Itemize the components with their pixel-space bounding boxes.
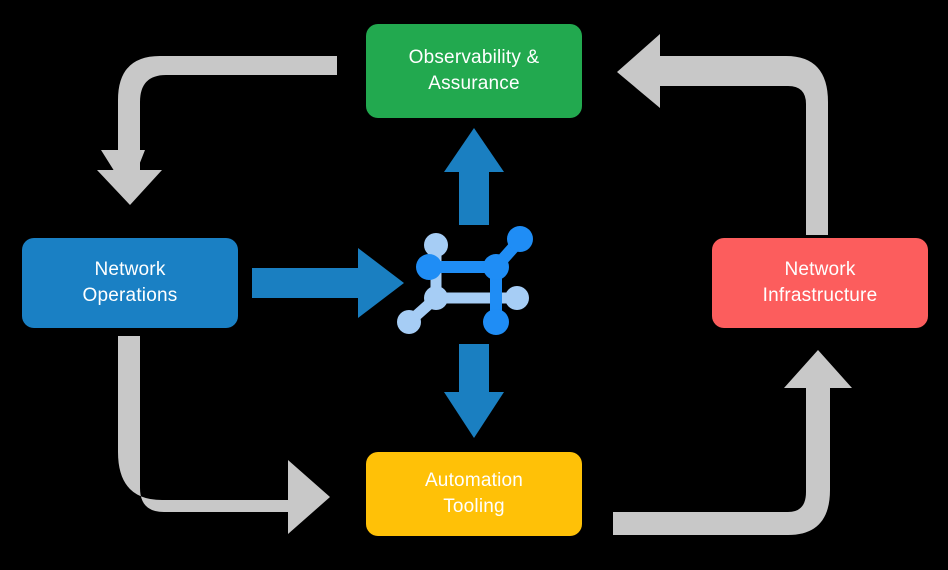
arrow-center-to-automation xyxy=(444,344,504,438)
node-automation-tooling[interactable]: Automation Tooling xyxy=(366,452,582,536)
network-topology-icon xyxy=(397,226,533,335)
node-observability-label: Observability & Assurance xyxy=(408,47,540,94)
node-operations-label: Network Operations xyxy=(82,259,178,306)
arrow-automation-to-infrastructure xyxy=(613,350,852,535)
arrow-operations-to-automation xyxy=(118,336,330,534)
arrow-operations-to-center xyxy=(252,248,404,318)
node-infrastructure-label: Network Infrastructure xyxy=(762,259,878,306)
arrow-infrastructure-to-observability xyxy=(617,34,828,235)
node-observability-assurance[interactable]: Observability & Assurance xyxy=(366,24,582,118)
node-network-infrastructure[interactable]: Network Infrastructure xyxy=(712,238,928,328)
node-automation-label: Automation Tooling xyxy=(424,470,524,517)
node-network-operations[interactable]: Network Operations xyxy=(22,238,238,328)
arrow-center-to-observability xyxy=(444,128,504,225)
arrow-observability-to-operations-shape xyxy=(97,56,337,205)
